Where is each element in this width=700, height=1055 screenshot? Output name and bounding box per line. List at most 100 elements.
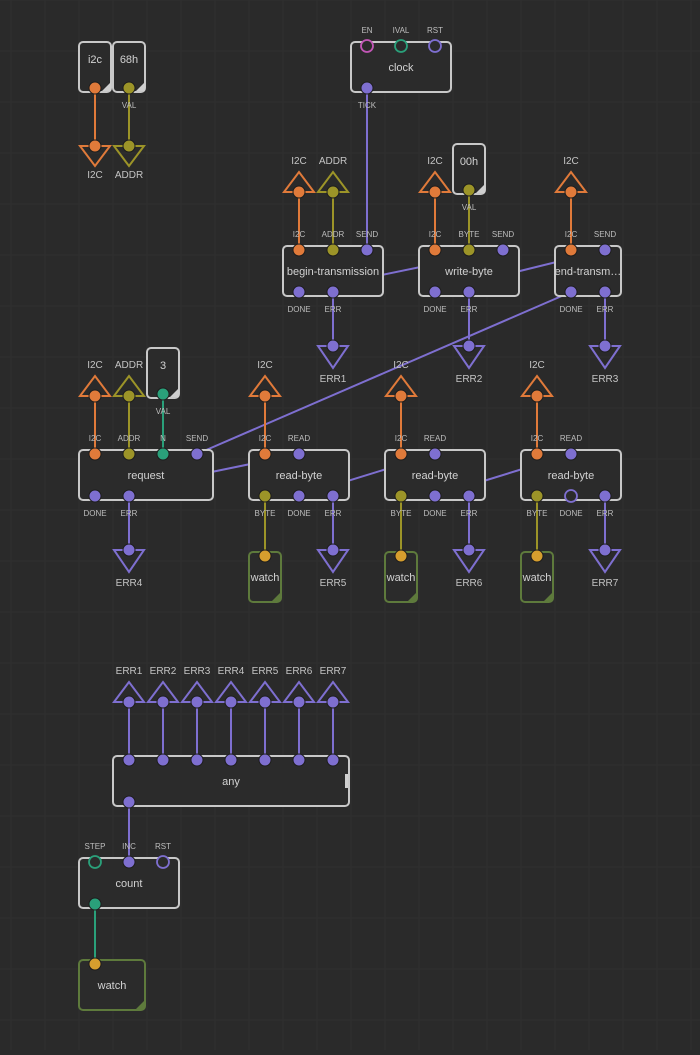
terminal-pin[interactable]: [326, 695, 340, 709]
input-pin[interactable]: [190, 753, 204, 767]
output-pin[interactable]: [326, 285, 340, 299]
input-pin[interactable]: [122, 855, 136, 869]
input-pin[interactable]: [530, 447, 544, 461]
output-pin[interactable]: [598, 489, 612, 503]
terminal-pin[interactable]: [462, 543, 476, 557]
input-pin[interactable]: [224, 753, 238, 767]
node-body[interactable]: [554, 245, 622, 297]
terminal-pin[interactable]: [258, 389, 272, 403]
output-pin[interactable]: [292, 489, 306, 503]
output-pin[interactable]: [122, 795, 136, 809]
input-pin[interactable]: [156, 855, 170, 869]
getter-terminal-ge_2[interactable]: ERR2: [146, 666, 180, 709]
node-body[interactable]: [78, 449, 214, 501]
setter-terminal-s_err1[interactable]: ERR1: [316, 339, 350, 385]
output-pin[interactable]: [462, 489, 476, 503]
watch-node-w2[interactable]: watch: [384, 549, 418, 603]
input-terminal-t_addr_in[interactable]: ADDR: [112, 139, 146, 181]
getter-terminal-ge_7[interactable]: ERR7: [316, 666, 350, 709]
terminal-pin[interactable]: [462, 339, 476, 353]
output-pin[interactable]: [360, 81, 374, 95]
output-pin[interactable]: [598, 285, 612, 299]
constant-node-c_i2c[interactable]: i2c: [78, 41, 112, 95]
input-pin[interactable]: [428, 39, 442, 53]
input-pin[interactable]: [564, 243, 578, 257]
input-pin[interactable]: [462, 243, 476, 257]
input-pin[interactable]: [88, 957, 102, 971]
link-pulse[interactable]: [196, 291, 572, 455]
terminal-pin[interactable]: [428, 185, 442, 199]
getter-terminal-g_i2c_3[interactable]: I2C: [554, 156, 588, 199]
resize-handle[interactable]: [345, 774, 348, 788]
output-pin[interactable]: [428, 285, 442, 299]
output-pin[interactable]: [326, 489, 340, 503]
input-pin[interactable]: [88, 447, 102, 461]
input-pin[interactable]: [122, 447, 136, 461]
input-pin[interactable]: [326, 243, 340, 257]
getter-terminal-g_i2c_5[interactable]: I2C: [248, 360, 282, 403]
getter-terminal-ge_1[interactable]: ERR1: [112, 666, 146, 709]
output-pin[interactable]: [428, 489, 442, 503]
input-pin[interactable]: [292, 447, 306, 461]
setter-terminal-s_err7[interactable]: ERR7: [588, 543, 622, 589]
terminal-pin[interactable]: [564, 185, 578, 199]
terminal-pin[interactable]: [156, 695, 170, 709]
terminal-pin[interactable]: [598, 339, 612, 353]
input-pin[interactable]: [292, 243, 306, 257]
setter-terminal-s_err3[interactable]: ERR3: [588, 339, 622, 385]
terminal-pin[interactable]: [326, 185, 340, 199]
terminal-pin[interactable]: [88, 139, 102, 153]
input-pin[interactable]: [394, 447, 408, 461]
input-terminal-t_i2c_in[interactable]: I2C: [78, 139, 112, 181]
terminal-pin[interactable]: [122, 139, 136, 153]
input-pin[interactable]: [428, 447, 442, 461]
input-pin[interactable]: [530, 549, 544, 563]
input-pin[interactable]: [292, 753, 306, 767]
watch-node-w3[interactable]: watch: [520, 549, 554, 603]
terminal-pin[interactable]: [122, 543, 136, 557]
output-pin[interactable]: [88, 81, 102, 95]
input-pin[interactable]: [156, 753, 170, 767]
input-pin[interactable]: [598, 243, 612, 257]
input-pin[interactable]: [258, 753, 272, 767]
input-pin[interactable]: [428, 243, 442, 257]
output-pin[interactable]: [88, 897, 102, 911]
input-pin[interactable]: [88, 855, 102, 869]
setter-terminal-s_err6[interactable]: ERR6: [452, 543, 486, 589]
terminal-pin[interactable]: [122, 389, 136, 403]
output-pin[interactable]: [564, 285, 578, 299]
input-pin[interactable]: [360, 243, 374, 257]
input-pin[interactable]: [394, 39, 408, 53]
output-pin[interactable]: [530, 489, 544, 503]
terminal-pin[interactable]: [122, 695, 136, 709]
input-pin[interactable]: [190, 447, 204, 461]
getter-terminal-ge_6[interactable]: ERR6: [282, 666, 316, 709]
output-pin[interactable]: [462, 285, 476, 299]
getter-terminal-g_i2c_2[interactable]: I2C: [418, 156, 452, 199]
terminal-pin[interactable]: [394, 389, 408, 403]
getter-terminal-g_i2c_4[interactable]: I2C: [78, 360, 112, 403]
terminal-pin[interactable]: [326, 543, 340, 557]
node-body[interactable]: [78, 959, 146, 1011]
input-pin[interactable]: [564, 447, 578, 461]
setter-terminal-s_err2[interactable]: ERR2: [452, 339, 486, 385]
terminal-pin[interactable]: [88, 389, 102, 403]
getter-terminal-ge_4[interactable]: ERR4: [214, 666, 248, 709]
terminal-pin[interactable]: [190, 695, 204, 709]
getter-terminal-g_addr_1[interactable]: ADDR: [316, 156, 350, 199]
terminal-pin[interactable]: [224, 695, 238, 709]
input-pin[interactable]: [496, 243, 510, 257]
input-pin[interactable]: [258, 447, 272, 461]
